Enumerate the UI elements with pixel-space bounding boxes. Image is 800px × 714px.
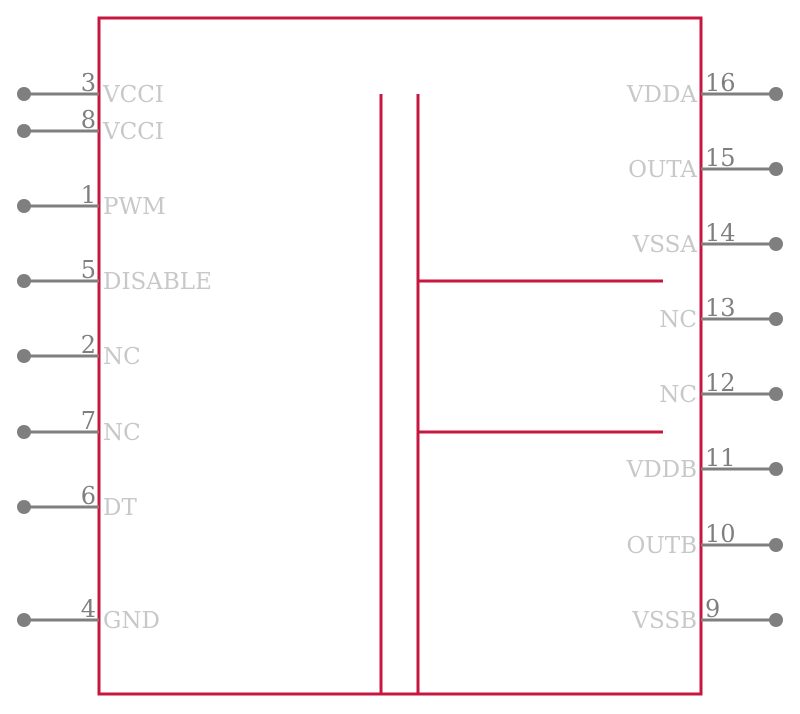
pin-terminal-dot <box>769 613 783 627</box>
pin-15: 15 OUTA <box>628 144 783 183</box>
pin-7: 7 NC <box>17 407 141 446</box>
pin-name: NC <box>659 382 697 408</box>
pin-terminal-dot <box>17 613 31 627</box>
pin-2: 2 NC <box>17 331 141 370</box>
pin-terminal-dot <box>17 199 31 213</box>
pin-12: 12 NC <box>659 369 783 408</box>
pin-number: 6 <box>81 482 96 510</box>
pin-terminal-dot <box>17 500 31 514</box>
pin-name: VCCI <box>102 82 164 108</box>
right-pin-group: 16VDDA15OUTA14VSSA13NC12NC11VDDB10OUTB9V… <box>626 69 783 634</box>
pin-14: 14 VSSA <box>632 219 783 258</box>
pin-terminal-dot <box>17 274 31 288</box>
pin-terminal-dot <box>769 462 783 476</box>
pin-4: 4 GND <box>17 595 160 634</box>
pin-name: NC <box>103 420 141 446</box>
pin-number: 10 <box>705 520 736 548</box>
pin-number: 15 <box>705 144 736 172</box>
pin-16: 16 VDDA <box>626 69 783 108</box>
pin-terminal-dot <box>769 538 783 552</box>
pin-number: 3 <box>81 69 96 97</box>
pin-number: 1 <box>81 181 96 209</box>
pin-name: VSSA <box>632 232 698 258</box>
pin-number: 9 <box>705 595 720 623</box>
pin-number: 2 <box>81 331 96 359</box>
pin-number: 12 <box>705 369 736 397</box>
pin-number: 13 <box>705 294 736 322</box>
pin-name: DT <box>103 495 137 521</box>
pin-terminal-dot <box>17 124 31 138</box>
pin-terminal-dot <box>17 349 31 363</box>
pin-name: PWM <box>103 194 166 220</box>
pin-name: NC <box>659 307 697 333</box>
pin-name: VCCI <box>102 119 164 145</box>
pin-name: DISABLE <box>103 269 212 295</box>
pin-name: NC <box>103 344 141 370</box>
pin-1: 1 PWM <box>17 181 166 220</box>
pin-9: 9 VSSB <box>631 595 783 634</box>
component-body <box>97 16 703 696</box>
pin-name: OUTA <box>628 157 697 183</box>
pin-6: 6 DT <box>17 482 137 521</box>
pin-terminal-dot <box>17 425 31 439</box>
pin-name: OUTB <box>627 533 697 559</box>
pin-number: 4 <box>81 595 96 623</box>
pin-terminal-dot <box>769 312 783 326</box>
pin-name: VDDA <box>626 82 697 108</box>
pin-number: 16 <box>705 69 736 97</box>
pin-terminal-dot <box>769 387 783 401</box>
pin-number: 7 <box>81 407 96 435</box>
pin-5: 5 DISABLE <box>17 256 212 295</box>
pin-13: 13 NC <box>659 294 783 333</box>
pin-11: 11 VDDB <box>626 444 783 483</box>
pin-number: 14 <box>705 219 736 247</box>
pin-terminal-dot <box>769 237 783 251</box>
pin-number: 11 <box>705 444 736 472</box>
pin-name: VSSB <box>631 608 697 634</box>
pin-10: 10 OUTB <box>627 520 783 559</box>
pin-name: GND <box>103 608 160 634</box>
pin-terminal-dot <box>769 87 783 101</box>
pin-terminal-dot <box>17 87 31 101</box>
pin-number: 8 <box>81 106 96 134</box>
pin-name: VDDB <box>626 457 697 483</box>
pin-number: 5 <box>81 256 96 284</box>
pin-terminal-dot <box>769 162 783 176</box>
